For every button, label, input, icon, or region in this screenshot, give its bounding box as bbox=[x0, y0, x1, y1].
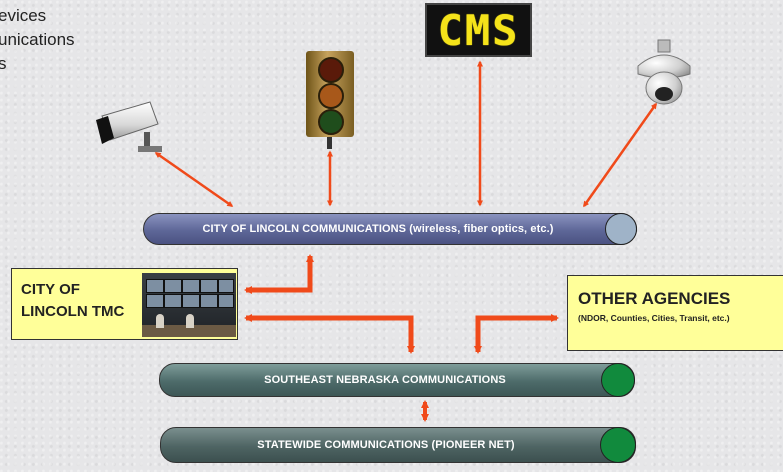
arrow-tmc-to-southeast bbox=[244, 314, 415, 354]
corner-text: evices unications s bbox=[0, 6, 75, 73]
dome-camera-icon bbox=[637, 39, 691, 105]
statewide-bus-label: STATEWIDE COMMUNICATIONS (PIONEER NET) bbox=[257, 439, 515, 451]
traffic-signal-icon bbox=[306, 51, 354, 137]
bus-end-cap bbox=[605, 213, 637, 245]
city-bus-label: CITY OF LINCOLN COMMUNICATIONS (wireless… bbox=[202, 223, 554, 235]
arrow-cctv-to-city bbox=[154, 151, 234, 208]
city-communications-bus: CITY OF LINCOLN COMMUNICATIONS (wireless… bbox=[143, 213, 637, 245]
arrow-dome-to-city bbox=[582, 102, 658, 208]
green-lamp-icon bbox=[318, 109, 344, 135]
statewide-communications-bus: STATEWIDE COMMUNICATIONS (PIONEER NET) bbox=[160, 427, 636, 463]
other-agencies-title: OTHER AGENCIES bbox=[578, 289, 731, 308]
southeast-communications-bus: SOUTHEAST NEBRASKA COMMUNICATIONS bbox=[159, 363, 635, 397]
southeast-bus-label: SOUTHEAST NEBRASKA COMMUNICATIONS bbox=[264, 374, 506, 386]
cms-sign-icon: CMS bbox=[425, 3, 532, 57]
arrow-other-to-southeast bbox=[474, 314, 559, 354]
cctv-camera-icon bbox=[96, 101, 162, 152]
tmc-label: CITY OF LINCOLN TMC bbox=[21, 281, 125, 320]
tmc-box: CITY OF LINCOLN TMC bbox=[11, 268, 238, 340]
bus-end-cap bbox=[600, 427, 636, 463]
bus-end-cap bbox=[601, 363, 635, 397]
arrow-tmc-to-city bbox=[244, 254, 314, 294]
other-agencies-box: OTHER AGENCIES (NDOR, Counties, Cities, … bbox=[567, 275, 783, 351]
yellow-lamp-icon bbox=[318, 83, 344, 109]
tmc-photo bbox=[142, 273, 236, 337]
signal-pole bbox=[327, 137, 332, 149]
red-lamp-icon bbox=[318, 57, 344, 83]
cms-sign-text: CMS bbox=[437, 5, 520, 55]
other-agencies-subtitle: (NDOR, Counties, Cities, Transit, etc.) bbox=[578, 313, 730, 323]
